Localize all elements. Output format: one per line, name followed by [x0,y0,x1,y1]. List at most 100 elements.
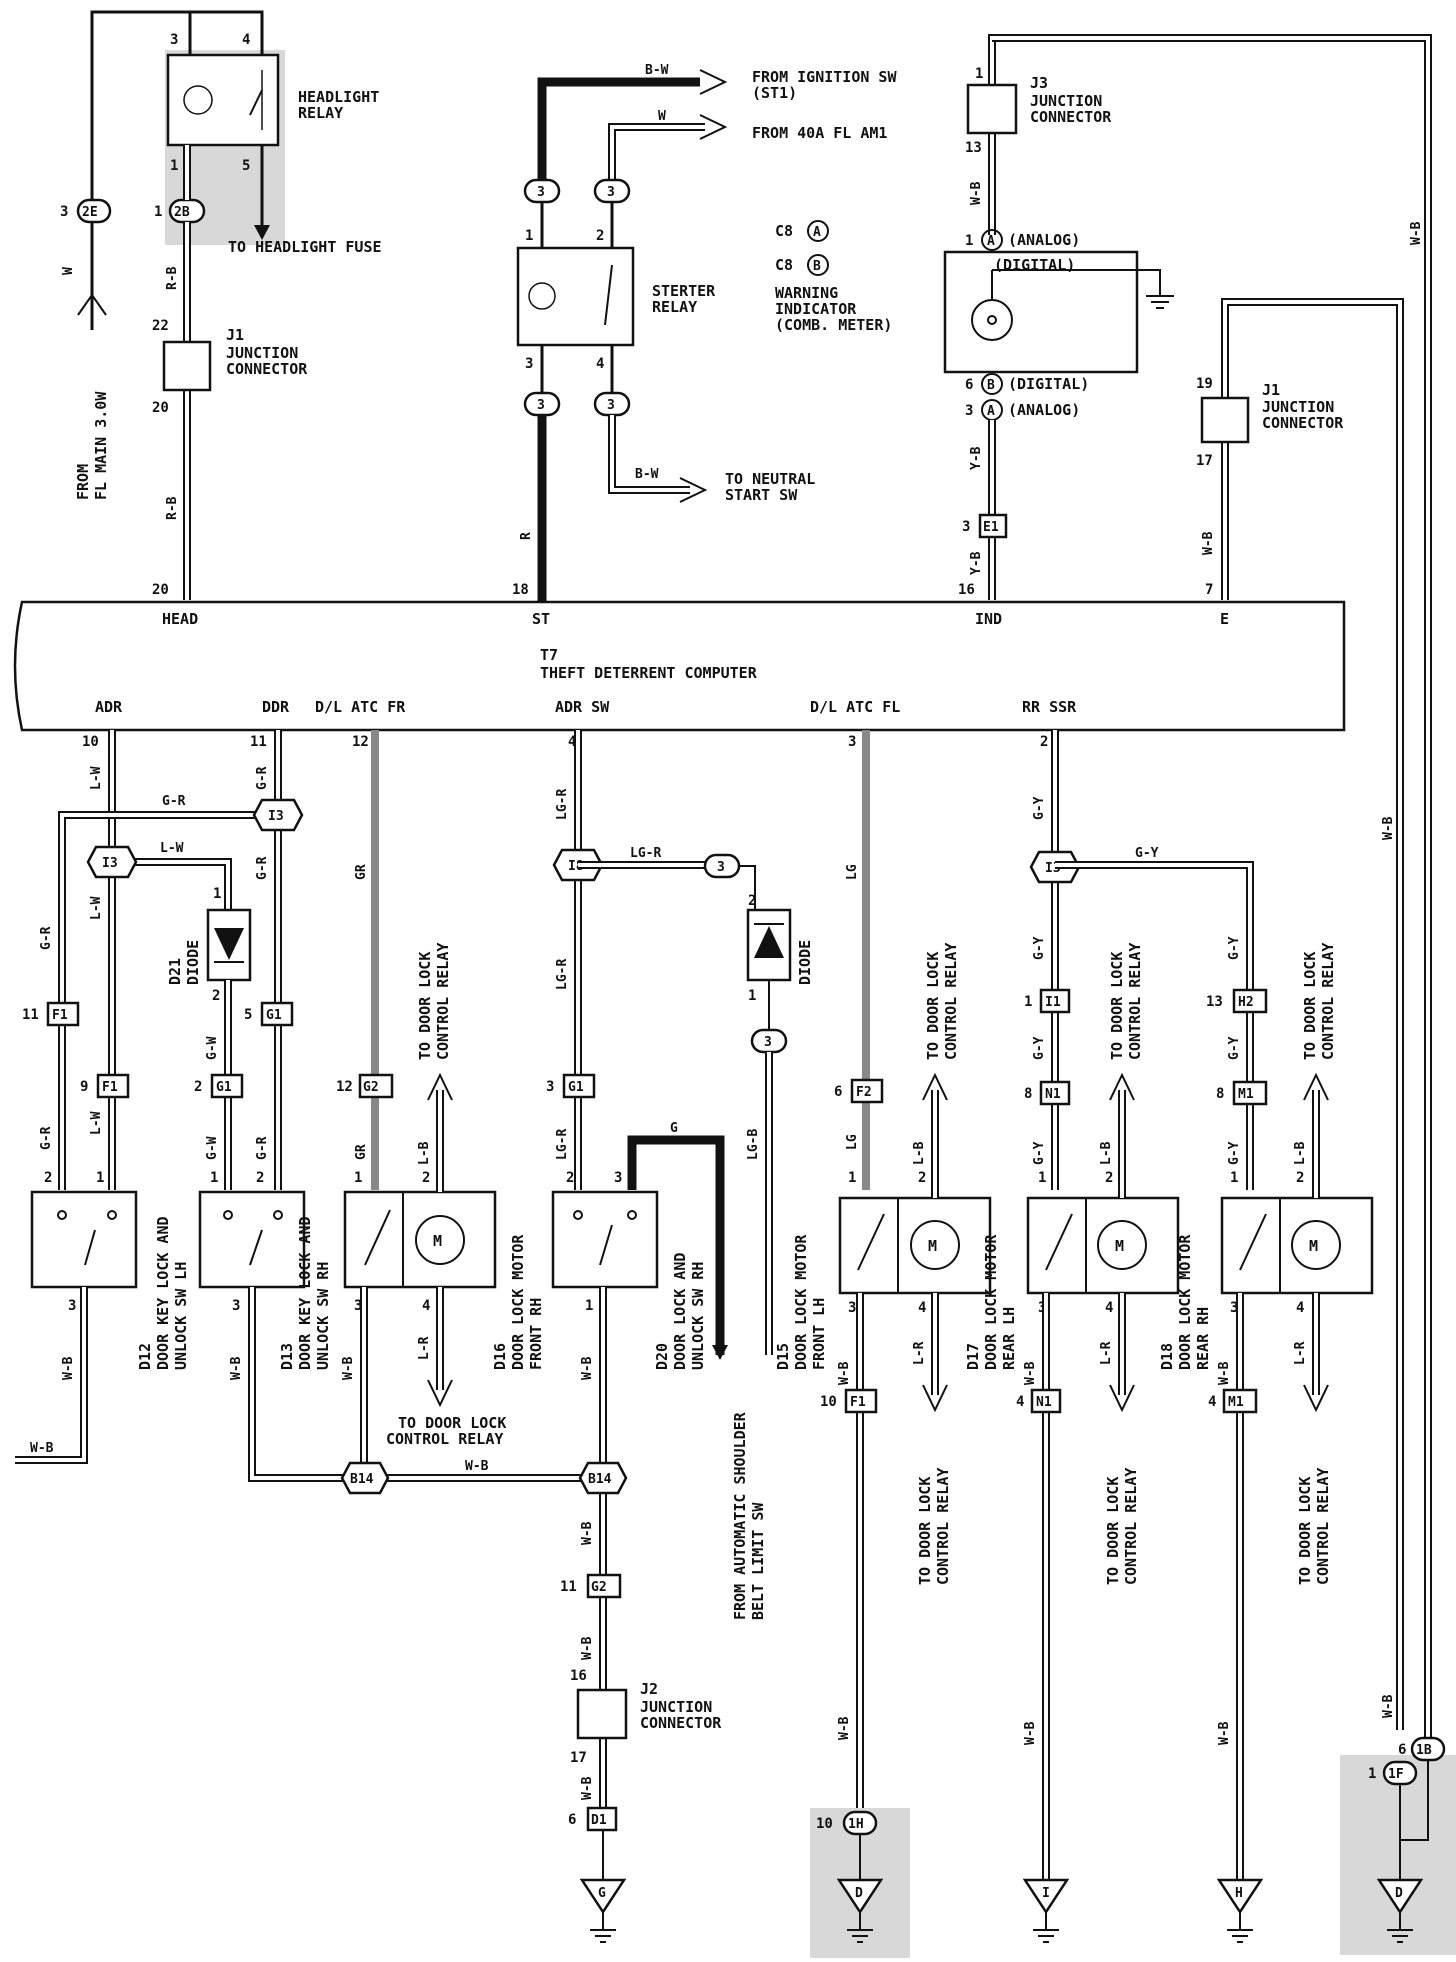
svg-text:13: 13 [1206,994,1223,1010]
svg-text:8: 8 [1024,1086,1032,1102]
svg-text:2: 2 [748,893,756,909]
svg-text:TO DOOR LOCK: TO DOOR LOCK [924,952,942,1060]
svg-text:START SW: START SW [725,486,798,504]
connector-h2[interactable] [1232,988,1268,1014]
svg-text:CONTROL RELAY: CONTROL RELAY [1314,1468,1332,1585]
svg-text:G-Y: G-Y [1227,1036,1242,1060]
svg-text:G-R: G-R [162,794,186,809]
motor-icon [910,1220,960,1270]
connector-m1-a[interactable] [1232,1080,1268,1106]
svg-text:(COMB. METER): (COMB. METER) [775,316,892,334]
theft-deterrent-computer[interactable]: T7 THEFT DETERRENT COMPUTER 20 HEAD 18 S… [13,582,1346,732]
svg-text:CONTROL RELAY: CONTROL RELAY [942,943,960,1060]
j1-left-junction-connector[interactable] [162,340,212,392]
svg-text:4: 4 [1016,1394,1024,1410]
junction-b14-right[interactable] [578,1461,628,1495]
svg-text:W: W [61,267,76,275]
ground-g[interactable] [579,1878,627,1915]
connector-g1-b[interactable] [210,1073,244,1099]
computer-name: THEFT DETERRENT COMPUTER [540,664,758,682]
svg-text:3: 3 [546,1079,554,1095]
connector-g2-b[interactable] [586,1573,622,1599]
connector-f2[interactable] [850,1078,884,1104]
junction-i3-ddr[interactable] [252,798,304,832]
j2-junction-connector[interactable] [576,1688,628,1740]
connector-g2[interactable] [358,1073,394,1099]
svg-text:3: 3 [68,1298,76,1314]
connector-f1-c[interactable] [844,1388,878,1414]
connector-g1-c[interactable] [562,1073,596,1099]
svg-text:FROM: FROM [74,464,92,500]
to-headlight-fuse: TO HEADLIGHT FUSE [228,238,382,256]
svg-text:3: 3 [848,734,856,750]
headlight-relay[interactable] [166,53,280,147]
d17-door-lock-motor-rear-lh[interactable] [1026,1196,1180,1295]
svg-text:JUNCTION: JUNCTION [1030,92,1102,110]
connector-g1-a[interactable] [260,1001,294,1027]
d16-door-lock-motor-front-rh[interactable] [343,1190,497,1289]
svg-text:M: M [433,1232,442,1250]
ground-i[interactable] [1022,1878,1070,1915]
svg-text:L-B: L-B [1293,1141,1308,1165]
computer-id: T7 [540,646,558,664]
svg-text:1: 1 [848,1170,856,1186]
svg-text:CONTROL RELAY: CONTROL RELAY [1319,943,1337,1060]
svg-text:W-B: W-B [1201,531,1216,555]
svg-text:2: 2 [918,1170,926,1186]
svg-text:3: 3 [170,32,178,48]
warning-indicator-section: C8 A C8 B WARNING INDICATOR (COMB. METER… [775,34,1432,1785]
d15-door-lock-motor-front-lh[interactable] [838,1196,992,1295]
junction-i3-adr[interactable] [86,845,138,879]
svg-text:19: 19 [1196,376,1213,392]
svg-text:6: 6 [568,1812,576,1828]
svg-text:C8: C8 [775,256,793,274]
connector-f1-a[interactable] [46,1001,80,1027]
svg-text:DIODE: DIODE [184,940,202,985]
svg-text:2B: 2B [174,205,190,220]
svg-text:TO DOOR LOCK: TO DOOR LOCK [916,1477,934,1585]
svg-text:6: 6 [834,1084,842,1100]
warning-indicator[interactable] [943,250,1139,374]
d18-door-lock-motor-rear-rh[interactable] [1220,1196,1374,1295]
connector-i1[interactable] [1039,988,1071,1014]
svg-text:2: 2 [566,1170,574,1186]
svg-text:LG-R: LG-R [555,789,570,820]
starter-relay[interactable] [516,246,635,347]
svg-text:R-B: R-B [165,496,180,520]
connector-2e[interactable] [76,198,112,224]
svg-text:W-B: W-B [969,181,984,205]
d20-door-lock-and-unlock-sw-rh[interactable] [551,1190,659,1289]
svg-text:(ST1): (ST1) [752,84,797,102]
d13-door-key-lock-sw-rh[interactable] [198,1190,306,1289]
connector-n1-a[interactable] [1039,1080,1071,1106]
d12-door-key-lock-sw-lh[interactable] [30,1190,138,1289]
svg-text:G-W: G-W [205,1036,220,1060]
svg-text:L-R: L-R [912,1341,927,1365]
svg-text:2: 2 [44,1170,52,1186]
svg-text:TO NEUTRAL: TO NEUTRAL [725,470,815,488]
j1-right-junction-connector[interactable] [1200,396,1250,444]
svg-text:3: 3 [965,403,973,419]
j3-junction-connector[interactable] [966,83,1018,135]
connector-m1-b[interactable] [1222,1388,1258,1414]
motor-icon [1291,1220,1341,1270]
svg-text:G-Y: G-Y [1032,1141,1047,1165]
svg-text:2: 2 [1296,1170,1304,1186]
connector-n1-b[interactable] [1030,1388,1062,1414]
svg-text:TO DOOR LOCK: TO DOOR LOCK [1108,952,1126,1060]
switch-icon [84,1229,96,1266]
connector-e1[interactable] [978,513,1008,539]
svg-text:W-B: W-B [1381,1694,1396,1718]
connector-f1-b[interactable] [96,1073,130,1099]
ground-d-right[interactable] [1376,1878,1424,1915]
ground-d-left[interactable] [836,1878,884,1915]
switch-icon [599,1224,613,1266]
headlight-relay-section: HEADLIGHT RELAY 3 4 1 5 TO HEADLIGHT FUS… [60,10,382,600]
svg-text:D/L ATC FR: D/L ATC FR [315,698,406,716]
svg-text:20: 20 [152,400,169,416]
svg-text:J1: J1 [1262,381,1280,399]
svg-text:DOOR LOCK MOTOR: DOOR LOCK MOTOR [1176,1234,1194,1370]
junction-b14-left[interactable] [340,1461,390,1495]
ground-h[interactable] [1216,1878,1264,1915]
